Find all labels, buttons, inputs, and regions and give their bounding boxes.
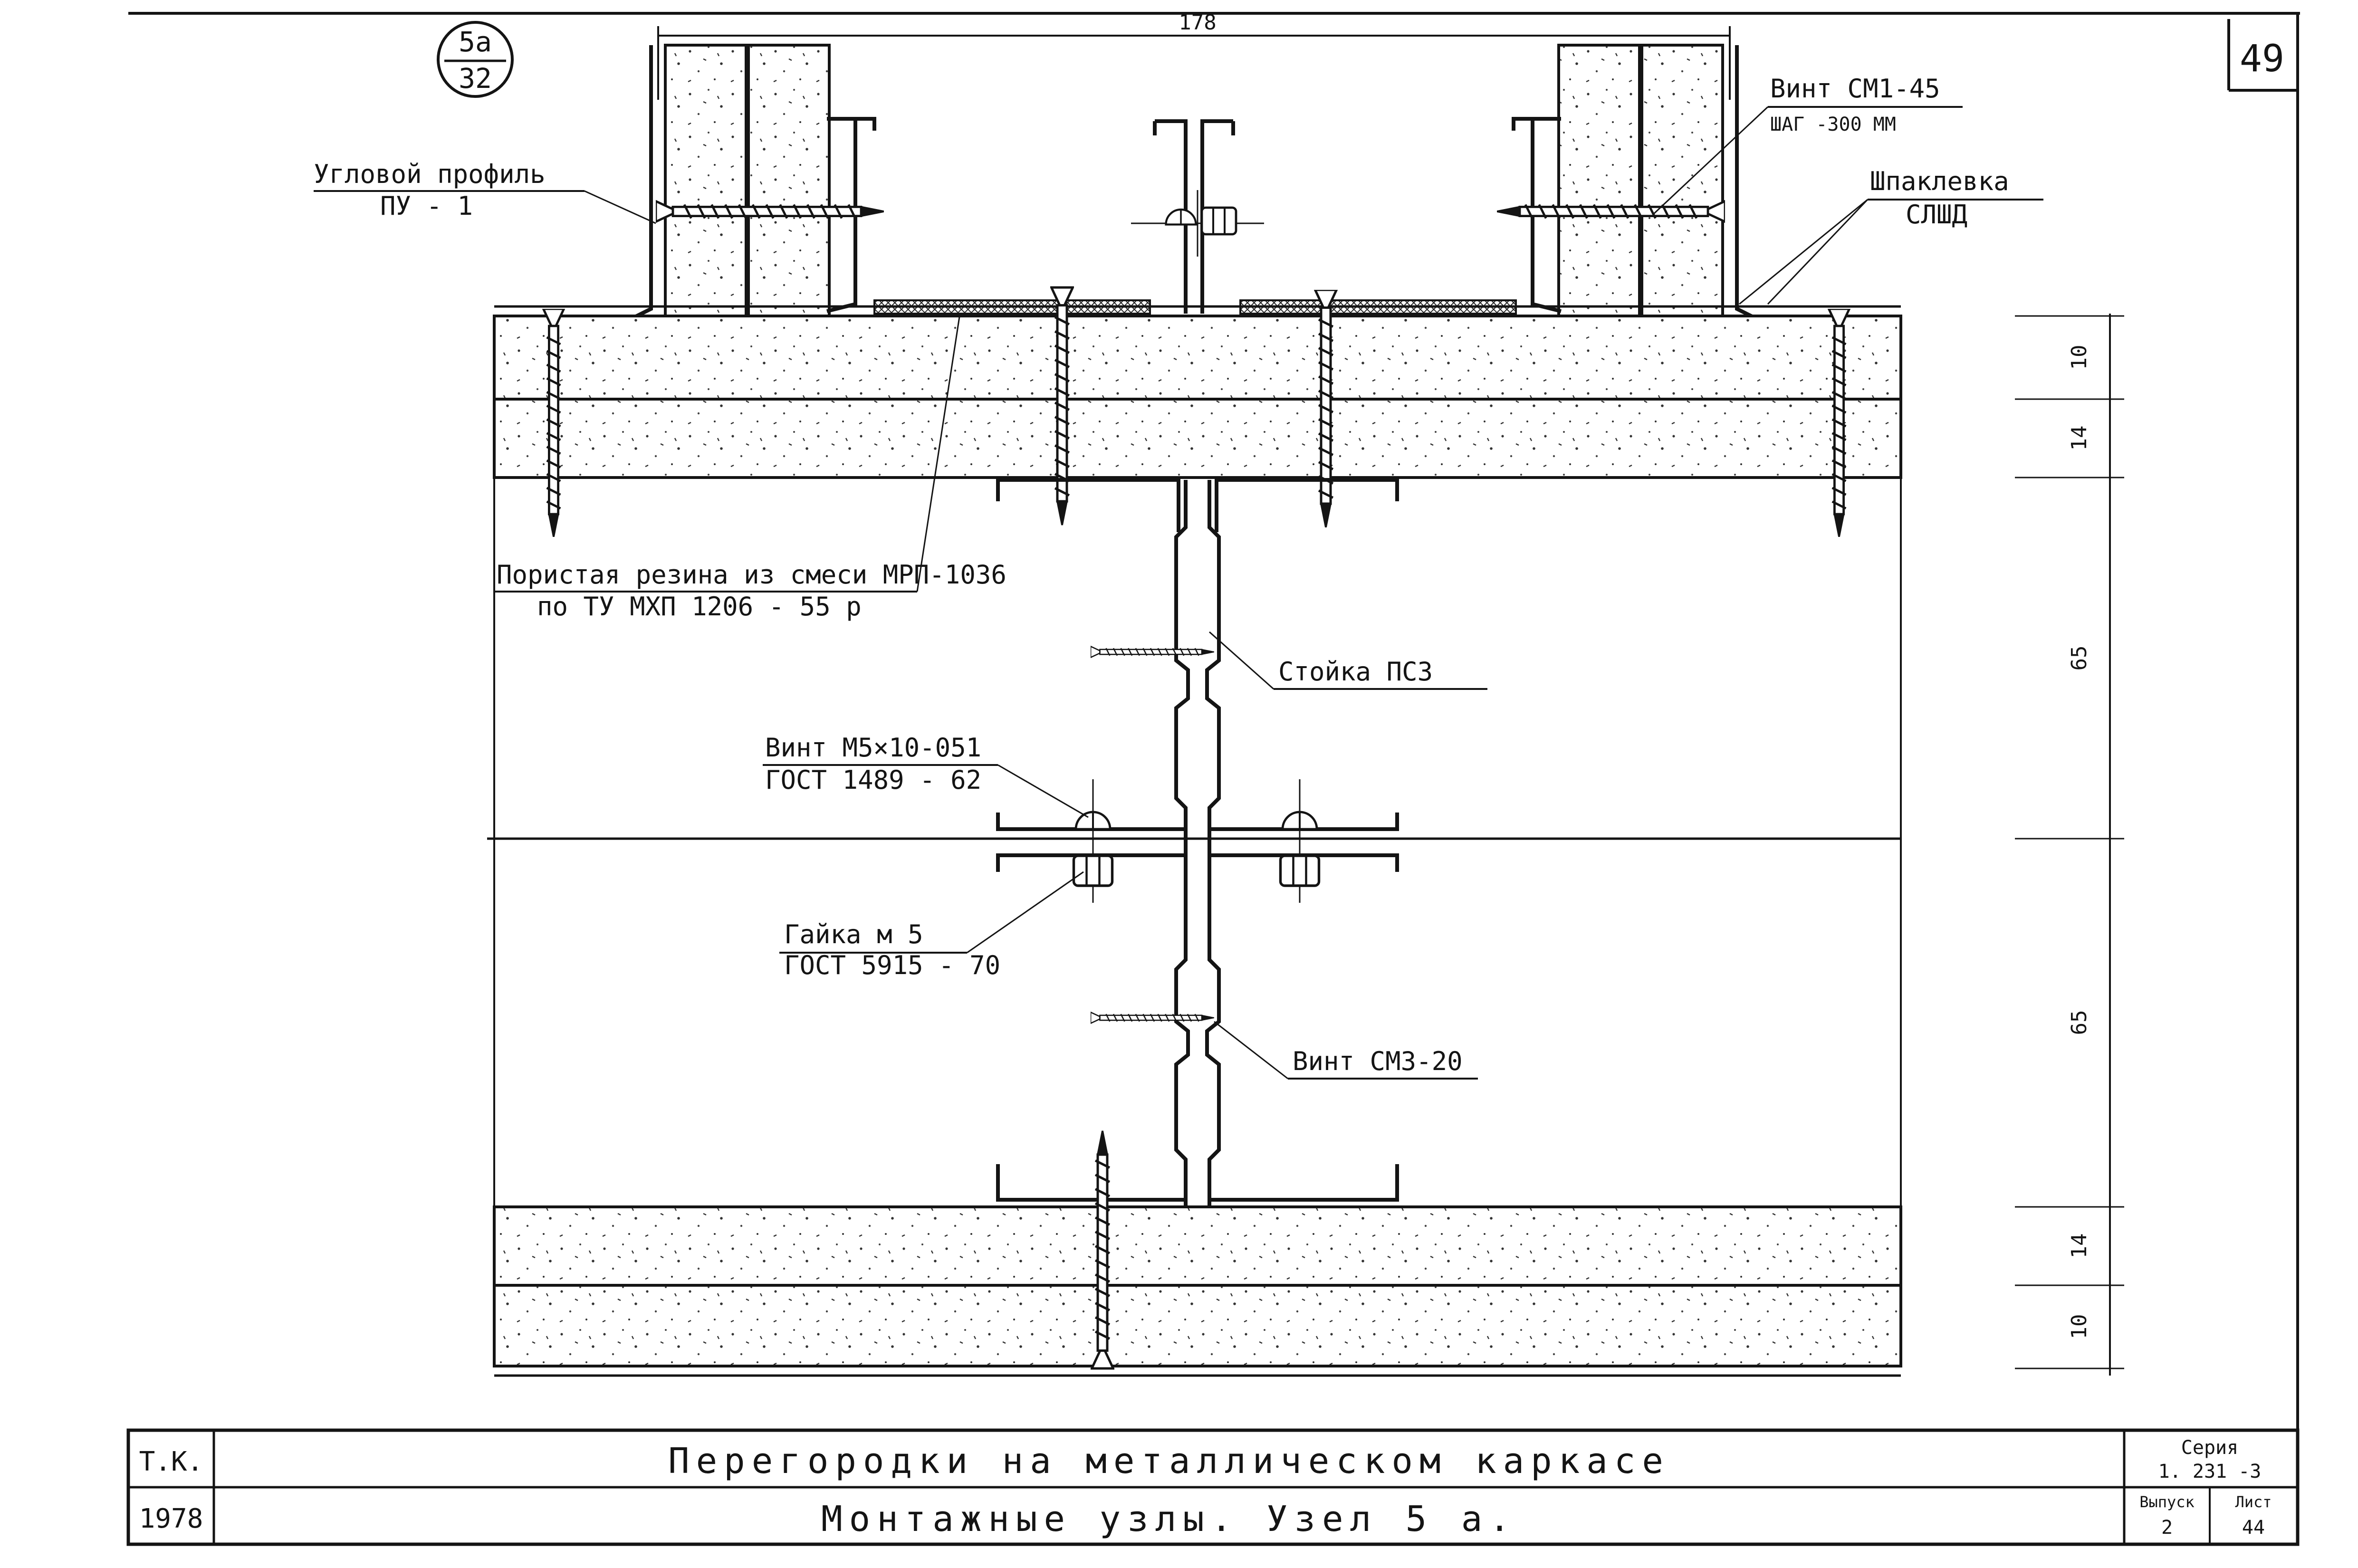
- tb-sheet-label: Лист: [2235, 1493, 2272, 1511]
- screw-icon: [1091, 645, 1214, 659]
- label-corner-profile-code: ПУ - 1: [380, 191, 473, 221]
- label-screw-sm3: Винт СМ3-20: [1293, 1046, 1463, 1076]
- label-corner-profile: Угловой профиль: [314, 159, 546, 189]
- sheet-ref-top: 5а: [459, 26, 492, 58]
- dim-14-bottom: 14: [2067, 1233, 2091, 1259]
- page-number: 49: [2240, 38, 2284, 80]
- right-dimension-chain: [2015, 314, 2124, 1376]
- label-putty-code: СЛШД: [1906, 200, 1967, 229]
- tb-sheet-value: 44: [2242, 1517, 2265, 1539]
- screw-icon: [1091, 1011, 1214, 1024]
- tb-series-value: 1. 231 -3: [2158, 1461, 2262, 1482]
- post-ps3: [1174, 480, 1221, 1212]
- label-post: Стойка ПС3: [1278, 657, 1433, 687]
- tb-year: 1978: [139, 1503, 203, 1534]
- dim-14-top: 14: [2067, 426, 2091, 451]
- dim-10-bottom: 10: [2067, 1314, 2091, 1339]
- cross-joint: [487, 779, 1901, 927]
- dim-65-upper: 65: [2067, 646, 2091, 671]
- tb-tk: Т.К.: [139, 1446, 203, 1477]
- sheet-frame: [128, 12, 2300, 1544]
- upper-t-profile: [996, 478, 1399, 532]
- label-screw-sm1-step: ШАГ -300 ММ: [1770, 114, 1896, 135]
- lower-t-profile: [996, 1164, 1399, 1212]
- label-screw-m5: Винт М5×10-051: [765, 733, 981, 763]
- tb-issue-value: 2: [2161, 1517, 2173, 1539]
- tb-title: Перегородки на металлическом каркасе: [668, 1441, 1670, 1482]
- label-rubber-spec: по ТУ МХП 1206 - 55 р: [537, 592, 862, 621]
- label-nut-m5-gost: ГОСТ 5915 - 70: [784, 950, 1000, 980]
- tb-issue-label: Выпуск: [2139, 1493, 2195, 1511]
- dim-10-top: 10: [2067, 345, 2091, 370]
- tb-series-label: Серия: [2181, 1437, 2238, 1459]
- nut-icon: [1074, 856, 1112, 886]
- nut-icon: [1281, 856, 1319, 886]
- upper-panel-right: [1557, 44, 1757, 320]
- bottom-board: [493, 1205, 1902, 1377]
- label-nut-m5: Гайка м 5: [784, 919, 923, 949]
- top-dimension-value: 178: [1179, 10, 1216, 35]
- top-dimension: 178: [657, 10, 1731, 100]
- tb-subtitle: Монтажные узлы. Узел 5 а.: [821, 1499, 1517, 1539]
- label-screw-m5-gost: ГОСТ 1489 - 62: [765, 765, 981, 795]
- leader-lines: [314, 106, 2043, 1080]
- sheet-ref-bottom: 32: [459, 62, 492, 95]
- title-block: [126, 1428, 2300, 1546]
- label-putty: Шпаклевка: [1870, 166, 2009, 196]
- upper-panel-left: [631, 44, 831, 320]
- bolt-icon: [1283, 812, 1317, 829]
- label-rubber: Пористая резина из смеси МРП-1036: [497, 560, 1006, 590]
- bolt-icon: [1076, 812, 1110, 829]
- label-screw-sm1: Винт СМ1-45: [1770, 74, 1940, 104]
- top-board: [493, 305, 1902, 479]
- dim-65-lower: 65: [2067, 1010, 2091, 1035]
- bolt-icon: [1131, 190, 1264, 257]
- sheet-reference: 5а 32: [437, 21, 514, 98]
